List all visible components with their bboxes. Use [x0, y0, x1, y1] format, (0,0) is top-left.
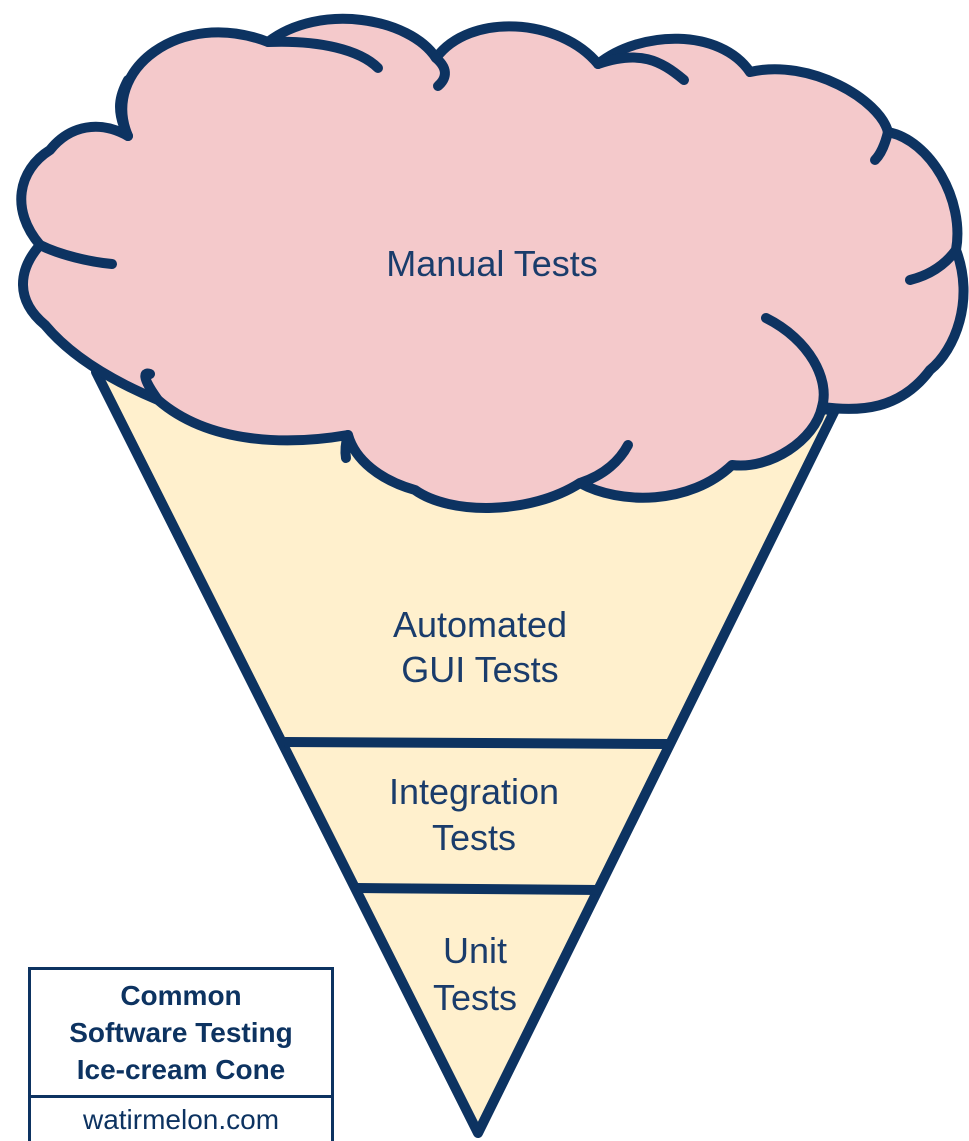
caption-title-line: Software Testing: [69, 1017, 293, 1048]
cloud-fold-stroke: [431, 53, 450, 91]
cloud-fold-stroke: [870, 127, 893, 165]
cloud-fold-stroke: [593, 52, 689, 85]
unit-tests-label-line-2: Tests: [433, 977, 517, 1018]
manual-tests-label: Manual Tests: [386, 243, 597, 284]
automated-gui-tests-label-line-1: Automated: [393, 604, 567, 645]
cone-divider-gui-integration: [284, 737, 669, 749]
cloud-fold-stroke: [340, 430, 353, 463]
cloud-fold-stroke: [115, 75, 133, 141]
automated-gui-tests-label-line-2: GUI Tests: [401, 649, 558, 690]
integration-tests-label-line-1: Integration: [389, 771, 559, 812]
caption-site: watirmelon.com: [82, 1103, 280, 1135]
caption-title-line: Common: [120, 980, 242, 1011]
cloud-fold-stroke: [263, 36, 383, 73]
cloud-fold-stroke: [575, 440, 633, 488]
cloud-fold-stroke: [905, 245, 961, 285]
caption-title-line: Ice-cream Cone: [76, 1054, 286, 1085]
cloud-fold-stroke: [35, 240, 117, 269]
cone-divider-integration-unit: [356, 883, 601, 895]
cloud-fold-stroke: [140, 368, 163, 405]
unit-tests-label-line-1: Unit: [443, 930, 507, 971]
cloud-fold-stroke: [761, 313, 829, 412]
integration-tests-label-line-2: Tests: [432, 817, 516, 858]
caption-box: Common Software Testing Ice-cream Cone w…: [28, 967, 334, 1141]
caption-title: Common Software Testing Ice-cream Cone: [31, 970, 331, 1098]
